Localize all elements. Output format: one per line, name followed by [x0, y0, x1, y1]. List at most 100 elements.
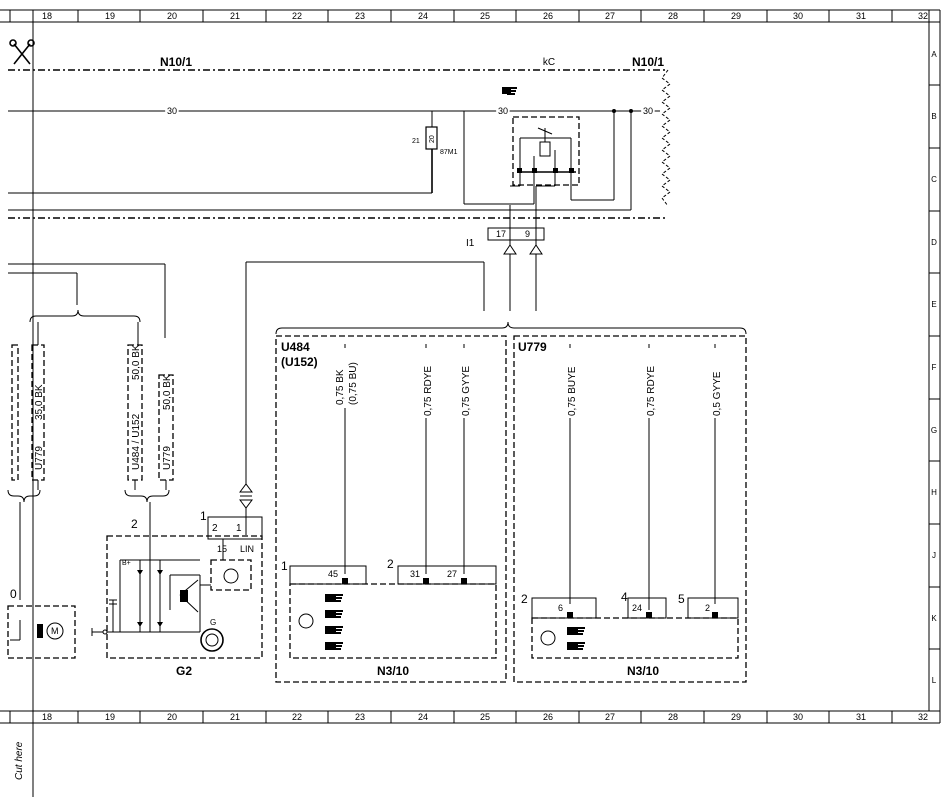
col-label: 24: [418, 11, 428, 21]
left-zero: 0: [10, 587, 17, 601]
g2-alternator: 2 1 2 1 15 LIN B+ G G2: [91, 483, 263, 678]
col-label: 31: [856, 11, 866, 21]
row-label: K: [931, 614, 937, 623]
hand-pointer-icon: [567, 627, 585, 650]
col-label: 22: [292, 712, 302, 722]
col-label: 26: [543, 11, 553, 21]
wire-label: 0,5 GYYE: [712, 371, 723, 416]
g2-name: G2: [176, 664, 192, 678]
g2-pin-1a: 1: [200, 509, 207, 523]
u152-label: (U152): [281, 355, 318, 369]
n310-pin-24: 24: [632, 603, 642, 613]
row-label: C: [931, 175, 937, 184]
n310-pin-31: 31: [410, 569, 420, 579]
wires-u484: 0,75 BK (0,75 BU) 0,75 RDYE 0,75 GYYE: [335, 344, 472, 574]
n310-connector-2: 2: [387, 557, 394, 571]
col-label: 25: [480, 11, 490, 21]
n3-10-left: 1 45 2 31 27 N3/10: [281, 557, 497, 678]
col-label: 26: [543, 712, 553, 722]
n310-connector-2b: 2: [521, 592, 528, 606]
row-ticks: [929, 84, 940, 650]
relay-kc: [8, 111, 632, 211]
col-label: 32: [918, 11, 928, 21]
col-label: 27: [605, 712, 615, 722]
col-label: 20: [167, 11, 177, 21]
n310-pin-45: 45: [328, 569, 338, 579]
harness-box: U484 (U152) U779: [275, 321, 747, 683]
n310-pin-2: 2: [705, 603, 710, 613]
row-label: D: [931, 238, 937, 247]
col-label: 25: [480, 712, 490, 722]
row-label: A: [931, 50, 937, 59]
row-letters: A B C D E F G H J K L: [931, 50, 937, 685]
col-label: 29: [731, 712, 741, 722]
g2-pin-2: 2: [212, 523, 218, 534]
wire-label: 0,75 BK: [335, 369, 346, 405]
col-label: 31: [856, 712, 866, 722]
n310-pin-27: 27: [447, 569, 457, 579]
wire-label: 0,75 BUYE: [567, 366, 578, 416]
n310-name: N3/10: [627, 664, 659, 678]
harness-lines: [8, 261, 485, 490]
n10-1-module: N10/1 N10/1 kC: [8, 55, 671, 219]
g2-pin-1b: 1: [236, 523, 242, 534]
wires-u779: 0,75 BUYE 0,75 RDYE 0,5 GYYE: [563, 344, 723, 610]
g2-connector-num: 2: [131, 517, 138, 531]
fuse-pin-21: 21: [412, 138, 420, 145]
n3-10-right: 2 6 4 24 5 2 N3/10: [521, 590, 739, 678]
column-numbers-top: 18 19 20 21 22 23 24 25 26 27 28 29 30 3…: [42, 11, 928, 21]
col-label: 30: [793, 712, 803, 722]
left-cables: 35,0 BK U779 50,0 BK U484 / U152 50,0 BK…: [7, 344, 174, 600]
u484-label: U484: [281, 340, 310, 354]
n310-pin-6: 6: [558, 603, 563, 613]
cut-here-label: Cut here: [14, 741, 25, 780]
fuse-20: 20 21 87M1: [8, 111, 458, 194]
kc-label: kC: [543, 57, 555, 68]
wire-label: 0,75 GYYE: [461, 366, 472, 416]
n310-connector-4: 4: [621, 590, 628, 604]
scissors-icon: [9, 39, 35, 65]
col-label: 22: [292, 11, 302, 21]
n10-1-left-label: N10/1: [160, 55, 192, 69]
n10-1-right-label: N10/1: [632, 55, 664, 69]
wire-30-label: 30: [167, 106, 177, 116]
col-label: 29: [731, 11, 741, 21]
row-label: J: [932, 551, 936, 560]
connector-pin-9: 9: [525, 229, 530, 239]
cable-code: U779: [34, 446, 45, 470]
g2-terminal-15: 15: [217, 544, 227, 554]
starter-motor: 0 M: [7, 587, 76, 659]
wire-label: 0,75 RDYE: [646, 366, 657, 416]
row-label: F: [932, 363, 937, 372]
fuse-number: 20: [429, 135, 436, 143]
n310-name: N3/10: [377, 664, 409, 678]
row-label: L: [932, 676, 937, 685]
col-label: 24: [418, 712, 428, 722]
col-label: 19: [105, 11, 115, 21]
wire-label: (0,75 BU): [348, 362, 359, 405]
u779-label: U779: [518, 340, 547, 354]
col-label: 30: [793, 11, 803, 21]
row-label: G: [931, 426, 937, 435]
col-label: 28: [668, 11, 678, 21]
g2-terminal-lin: LIN: [240, 544, 254, 554]
terminal-30-rail: 30 30 30: [8, 104, 660, 118]
col-label: 21: [230, 11, 240, 21]
g2-g-label: G: [210, 618, 216, 627]
col-label: 23: [355, 712, 365, 722]
motor-m: M: [51, 626, 59, 636]
col-label: 28: [668, 712, 678, 722]
fuse-87m1: 87M1: [440, 149, 458, 156]
col-label: 27: [605, 11, 615, 21]
row-label: B: [931, 112, 936, 121]
cable-label: 50,0 BK: [162, 374, 173, 410]
col-label: 19: [105, 712, 115, 722]
row-label: E: [931, 300, 936, 309]
col-label: 32: [918, 712, 928, 722]
wire-30-label: 30: [643, 106, 653, 116]
g2-bplus: B+: [122, 560, 131, 567]
wire-label: 0,75 RDYE: [423, 366, 434, 416]
cable-code: U484 / U152: [131, 413, 142, 470]
cable-label: 50,0 BK: [131, 344, 142, 380]
